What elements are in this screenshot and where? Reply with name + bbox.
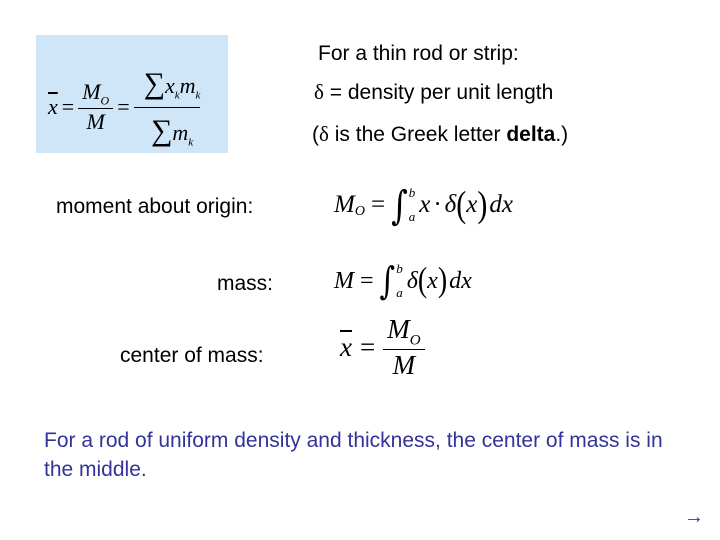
sum-symbol-denominator: ∑	[150, 114, 173, 148]
next-slide-arrow-icon[interactable]: →	[684, 506, 704, 528]
m-k-symbol: m	[179, 73, 196, 98]
integral-sign: ∫	[391, 181, 408, 229]
mass-label: mass:	[217, 272, 274, 295]
mass-symbol: M	[86, 109, 105, 135]
equals-sign: =	[61, 93, 75, 119]
center-of-mass-formula-box: x = MO M = ∑xkmk ∑mk	[36, 35, 228, 153]
delta-bold-word: delta	[506, 123, 556, 146]
center-of-mass-label: center of mass:	[120, 344, 264, 367]
center-of-mass-fraction: MO M	[383, 314, 425, 381]
equals-sign-2: =	[117, 93, 130, 119]
x-bar: x	[48, 93, 58, 119]
center-of-mass-formula: x = MO M	[340, 314, 425, 381]
sum-fraction: ∑xkmk ∑mk	[133, 65, 211, 149]
x-k-symbol: x	[165, 73, 175, 98]
moment-subscript: O	[100, 93, 110, 108]
intro-heading: For a thin rod or strip:	[318, 42, 519, 65]
integral-sign-mass: ∫	[379, 259, 396, 303]
moment-label: moment about origin:	[56, 195, 254, 218]
uniform-density-note: For a rod of uniform density and thickne…	[44, 429, 663, 481]
moment-symbol: M	[82, 78, 101, 104]
sum-symbol: ∑	[143, 67, 165, 100]
delta-definition: δ = density per unit length	[314, 80, 554, 104]
moment-over-mass-fraction: MO M	[78, 78, 114, 135]
delta-explanation: (δ is the Greek letter delta.)	[312, 122, 569, 146]
discrete-center-of-mass-formula: x = MO M = ∑xkmk ∑mk	[48, 65, 210, 149]
